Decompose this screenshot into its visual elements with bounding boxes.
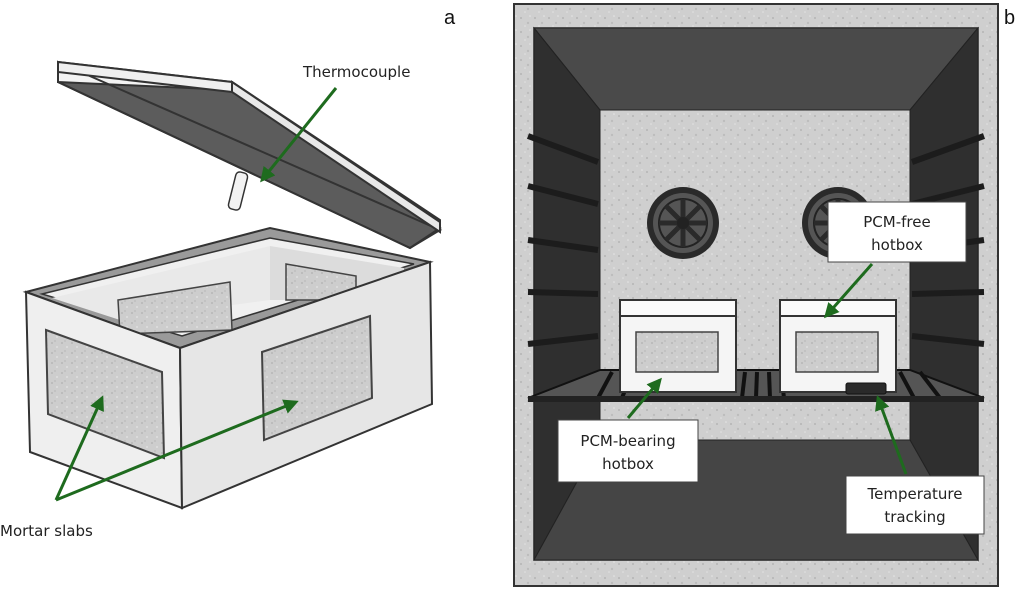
panel-a-letter: a [444, 7, 456, 29]
mortar-arrow-right [55, 399, 299, 502]
temperature-tracking-line1: Temperature [866, 485, 962, 503]
panel-b-letter: b [1004, 7, 1015, 29]
pcm-bearing-arrow [626, 377, 662, 419]
panel-a: a [0, 7, 456, 540]
thermocouple [227, 171, 249, 211]
pcm-bearing-hotbox [619, 299, 737, 393]
pcm-free-label-line1: PCM-free [863, 213, 930, 231]
mortar-arrow-left [54, 395, 104, 501]
temperature-sensor [845, 382, 887, 395]
temperature-tracking-line2: tracking [884, 508, 945, 526]
hotbox-lid [57, 60, 443, 250]
thermocouple-label: Thermocouple [302, 63, 410, 81]
pcm-free-hotbox [779, 299, 897, 393]
wire-shelf [527, 369, 985, 402]
pcm-free-arrow [824, 263, 874, 319]
temperature-tracking-label-box: Temperature tracking [845, 475, 985, 535]
left-shelf-rails [526, 133, 600, 347]
mortar-slabs-label: Mortar slabs [0, 522, 93, 540]
hotbox-body [22, 226, 434, 510]
pcm-bearing-label-box: PCM-bearing hotbox [557, 419, 699, 483]
temperature-tracking-arrow [875, 395, 908, 475]
thermocouple-arrow [260, 87, 338, 183]
pcm-bearing-label-line1: PCM-bearing [580, 432, 675, 450]
pcm-bearing-label-line2: hotbox [602, 455, 654, 473]
pcm-free-label-box: PCM-free hotbox [827, 201, 967, 263]
panel-b: b [513, 3, 1015, 587]
pcm-free-label-line2: hotbox [871, 236, 923, 254]
fan-left-icon [647, 187, 719, 259]
